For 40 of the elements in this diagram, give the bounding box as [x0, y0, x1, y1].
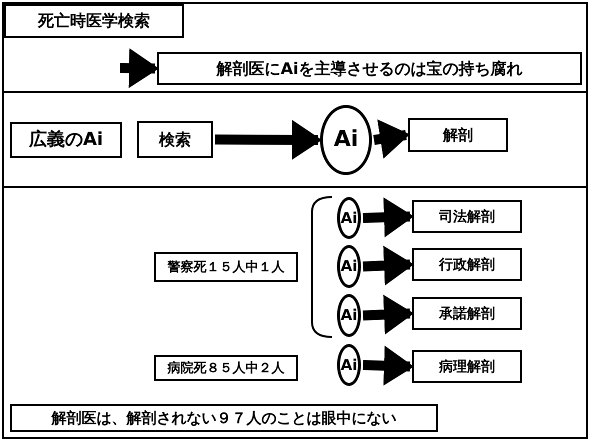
label-box [154, 355, 298, 381]
ai-ellipse [337, 245, 361, 288]
ai-label: Ai [340, 308, 358, 323]
block-arrow [214, 120, 322, 160]
label-box [154, 252, 298, 282]
ai-label: Ai [340, 259, 358, 274]
box-text: 解剖医は、解剖されない９７人のことは眼中にない [52, 410, 396, 426]
box-text: 病院死８５人中２人 [168, 362, 284, 374]
box-text: 行政解剖 [439, 258, 495, 272]
ai-label: Ai [340, 358, 358, 372]
block-arrow [373, 119, 410, 159]
block-arrow [120, 48, 159, 88]
block-arrow [362, 197, 414, 238]
box-text: 司法解剖 [439, 210, 495, 224]
message-box [157, 52, 582, 85]
process-box [137, 121, 213, 158]
box-text: 警察死１５人中１人 [168, 260, 284, 274]
label-box [10, 122, 122, 158]
box-text: 検索 [159, 132, 191, 148]
ai-label: Ai [340, 210, 358, 226]
ai-ellipse [337, 197, 361, 239]
label-box [10, 404, 438, 432]
box-text: 解剖 [443, 128, 473, 142]
process-box [408, 118, 508, 152]
process-box [412, 248, 522, 281]
ai-label: Ai [334, 129, 358, 151]
process-box [412, 200, 522, 233]
block-arrow [362, 246, 414, 286]
box-text: 承諾解剖 [439, 306, 495, 320]
ai-ellipse [337, 294, 361, 337]
process-box [412, 350, 522, 383]
ai-ellipse [337, 344, 361, 386]
box-text: 死亡時医学検索 [38, 13, 150, 29]
box-text: 病理解剖 [439, 360, 495, 374]
box-text: 解剖医にAiを主導させるのは宝の持ち腐れ [216, 60, 522, 76]
block-arrow [362, 294, 414, 335]
block-arrow [362, 346, 414, 386]
process-box [412, 297, 522, 330]
title-box [4, 4, 184, 38]
box-text: 広義のAi [28, 131, 104, 149]
